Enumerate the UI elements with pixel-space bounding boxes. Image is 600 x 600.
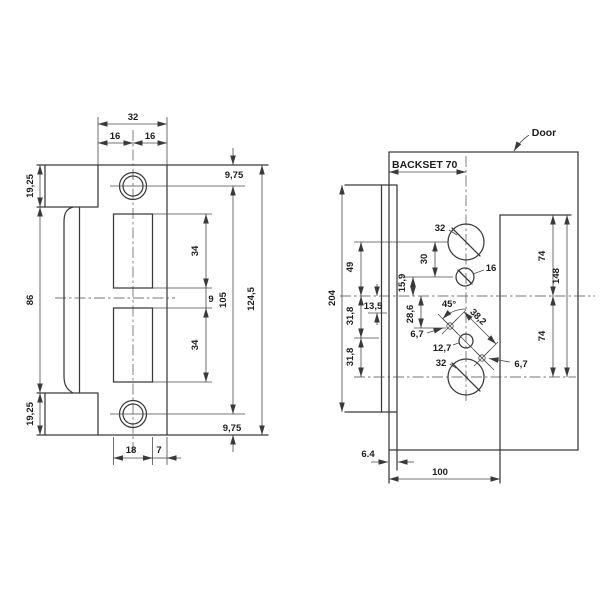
dim-label-12-7: 12,7 [433, 343, 452, 354]
dim-label-bottom-hole-dia: 32 [436, 358, 447, 369]
strike-plate-centerlines [55, 130, 245, 453]
dim-label-spindle-dia: 16 [486, 263, 497, 274]
dim-label-upper-cutout: 34 [190, 245, 201, 256]
dim-label-49: 49 [345, 262, 356, 273]
door-dimensions [339, 169, 570, 482]
dim-label-top-flange: 19,25 [25, 173, 36, 197]
dim-label-13-5: 13,5 [364, 301, 383, 312]
dim-label-cutout-edge: 7 [156, 445, 161, 456]
dim-label-cutout-width: 18 [126, 445, 137, 456]
bottom-knob-hole [447, 358, 485, 396]
backset-label: BACKSET 70 [392, 159, 458, 171]
dim-label-cutout-gap: 9 [208, 294, 213, 305]
dim-label-204: 204 [327, 289, 338, 306]
dim-label-148: 148 [551, 268, 562, 284]
faceplate-outline [344, 184, 398, 471]
strike-plate-outline [36, 164, 269, 436]
dim-label-15-9: 15,9 [397, 274, 408, 293]
dim-label-top-hole-dia: 32 [435, 223, 446, 234]
door-leaders [426, 134, 530, 369]
dim-label-body-height: 86 [25, 295, 36, 306]
dim-label-6-4: 6.4 [361, 449, 375, 460]
dim-label-top-hole-offset: 9,75 [225, 170, 244, 181]
dim-label-28-6: 28,6 [405, 305, 416, 324]
dim-label-31-8-lower: 31,8 [345, 348, 356, 367]
dim-label-45-deg: 45° [442, 299, 457, 310]
dim-label-hole-spacing: 105 [218, 291, 229, 308]
dim-label-hole-offset-30: 30 [419, 254, 430, 265]
dim-label-bottom-hole-offset: 9,75 [223, 423, 242, 434]
door-outline [388, 151, 579, 484]
dim-label-6-7-lower: 6,7 [514, 359, 527, 370]
diagonal-hole-construction [437, 308, 499, 371]
strike-plate-view: 32 16 16 9,75 19,25 86 19,25 34 9 34 105… [25, 112, 269, 465]
dim-label-lower-cutout: 34 [190, 339, 201, 350]
dim-label-31-8-upper: 31,8 [345, 307, 356, 326]
strike-plate-dimensions [37, 117, 265, 465]
dim-label-half-width-left: 16 [110, 131, 121, 142]
dim-label-6-7-upper: 6,7 [410, 329, 423, 340]
dim-label-bottom-flange: 19,25 [25, 401, 36, 425]
lock-case-reference [499, 214, 572, 484]
dim-label-100: 100 [432, 467, 448, 478]
dim-label-overall-width: 32 [128, 112, 139, 123]
door-centerlines [340, 156, 595, 402]
dim-label-74-upper: 74 [537, 250, 548, 261]
spindle-hole [455, 267, 475, 287]
dim-label-overall-height: 124,5 [246, 286, 257, 310]
dim-label-74-lower: 74 [537, 330, 548, 341]
door-edge-view: Door BACKSET 70 32 16 30 49 204 15,9 13,… [327, 127, 595, 484]
dim-label-half-width-right: 16 [145, 131, 156, 142]
strike-plate-lip [63, 206, 81, 394]
dim-label-38-2: 38,2 [467, 307, 488, 328]
door-label: Door [532, 127, 557, 139]
